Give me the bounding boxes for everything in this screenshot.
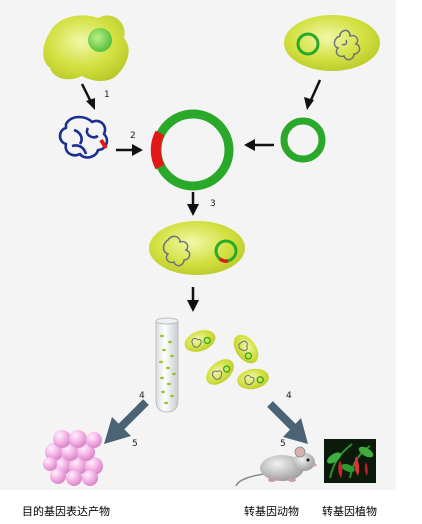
donor-dna [58, 115, 109, 159]
caption-transgenic-animal: 转基因动物 [244, 505, 299, 518]
recombinant-plasmid [150, 109, 234, 191]
target-gene-segment [99, 138, 108, 150]
donor-cell [43, 15, 129, 81]
step-label-4-right: 4 [286, 391, 292, 401]
pink-sphere-cluster-icon [43, 430, 103, 486]
mouse-icon [235, 446, 317, 487]
pepper-plant-icon [324, 439, 376, 483]
culture-test-tube [155, 317, 179, 413]
caption-target-product: 目的基因表达产物 [22, 505, 110, 518]
step-label-5-right: 5 [280, 439, 286, 449]
donor-nucleus [88, 28, 112, 52]
arrow-plasmid-extract [304, 79, 322, 110]
small-plasmid [296, 32, 320, 56]
host-chromosome [162, 235, 191, 267]
bacterial-chromosome [333, 29, 361, 61]
arrow-vector-join [244, 139, 274, 151]
multiplied-bacteria [184, 330, 269, 390]
arrow-step-3 [187, 192, 199, 216]
arrow-step-4-organism [267, 401, 308, 444]
arrow-culture [187, 287, 199, 312]
vector-plasmid [280, 117, 326, 163]
transformed-bacterium [149, 221, 245, 275]
step-label-2: 2 [130, 131, 136, 141]
arrow-step-2 [116, 144, 143, 156]
step-label-3: 3 [210, 199, 216, 209]
step-label-4-left: 4 [139, 391, 145, 401]
arrow-step-4-product [104, 399, 149, 444]
arrow-step-1 [80, 83, 95, 110]
bacterium-with-plasmid [284, 15, 380, 71]
step-label-1: 1 [104, 90, 110, 100]
inserted-gene [150, 130, 165, 170]
caption-transgenic-plant: 转基因植物 [322, 505, 377, 518]
step-label-5-left: 5 [132, 439, 138, 449]
